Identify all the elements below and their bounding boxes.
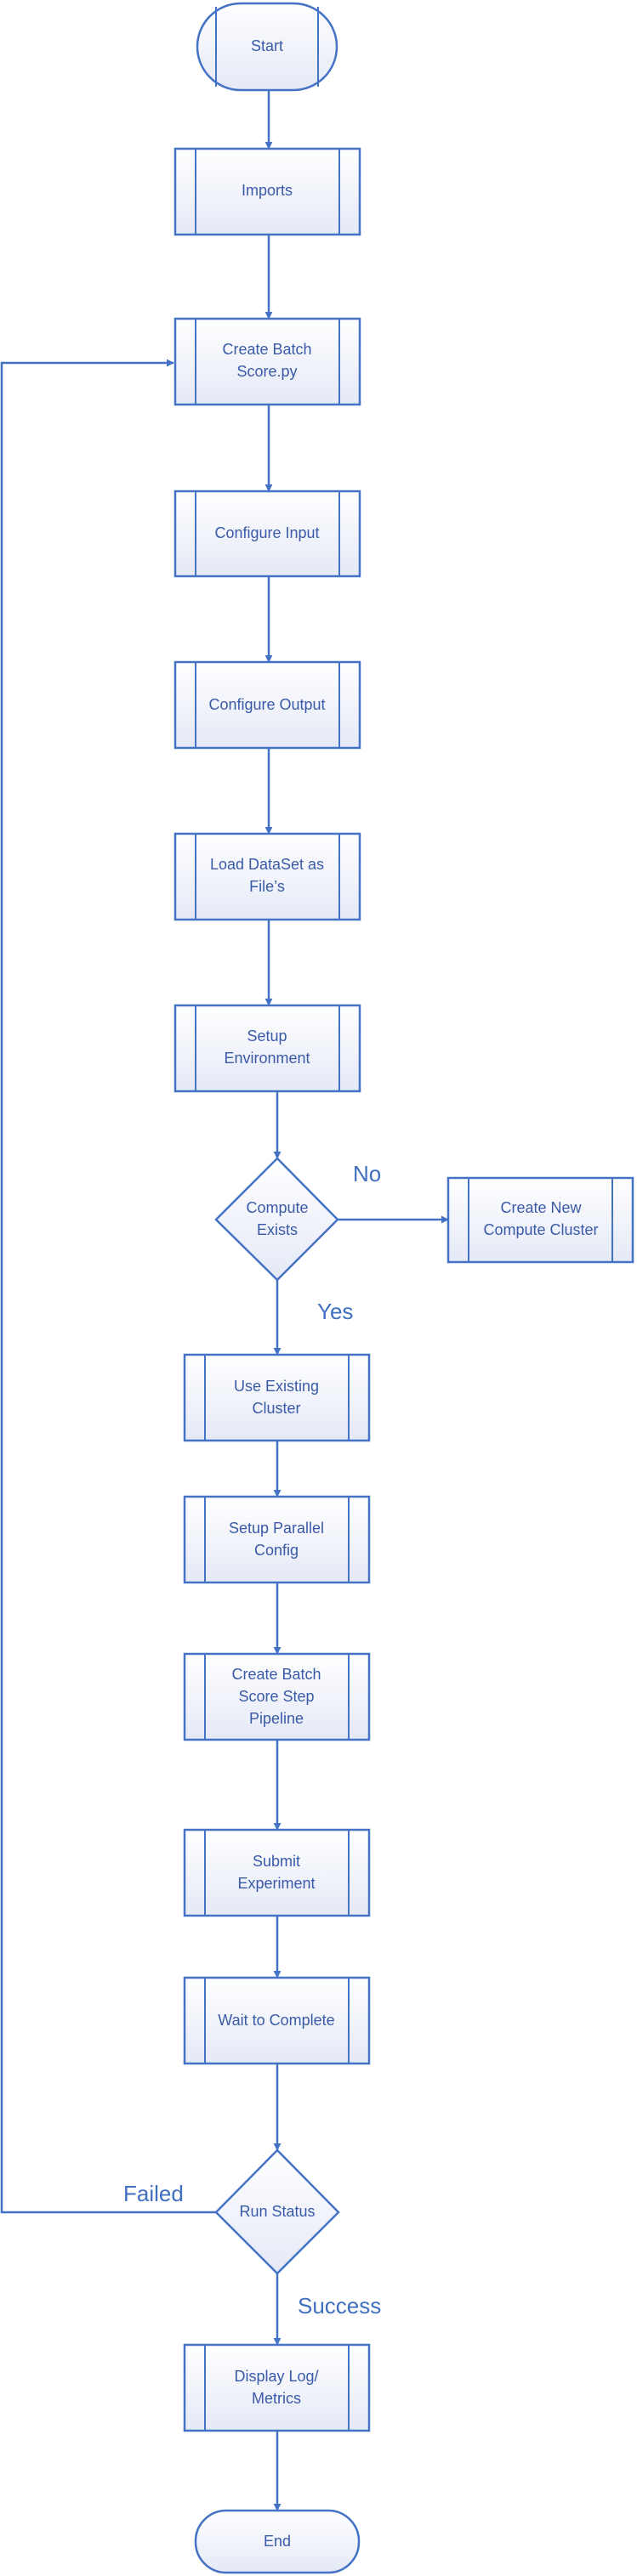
label-line: File’s [249, 878, 285, 895]
configure-output-label: Configure Output [208, 696, 325, 713]
label-line: Create Batch [222, 341, 311, 358]
label-line: Exists [257, 1221, 298, 1238]
edge-run-status-failed-loop [0, 359, 216, 2214]
label-line: Create Batch [231, 1666, 321, 1683]
process-load-dataset: Load DataSet as File’s [173, 832, 361, 921]
decision-run-status: Run Status [214, 2149, 340, 2275]
label-line: Imports [242, 182, 293, 199]
label-line: Score.py [236, 363, 297, 380]
label-line: Setup [247, 1028, 287, 1045]
imports-label: Imports [242, 182, 293, 199]
label-line: Experiment [237, 1875, 315, 1892]
process-display-log: Display Log/Metrics [183, 2343, 371, 2432]
label-line: Setup Parallel [229, 1520, 324, 1537]
label-line: Configure Output [208, 696, 325, 713]
end-label: End [264, 2533, 291, 2550]
label-line: Environment [224, 1050, 310, 1067]
label-line: Compute Cluster [483, 1221, 598, 1238]
label-line: Configure Input [214, 524, 319, 541]
load-dataset-label: Load DataSet as File’s [210, 856, 324, 895]
label-line: Metrics [252, 2390, 301, 2407]
process-wait-to-complete: Wait to Complete [183, 1976, 371, 2065]
wait-to-complete-label: Wait to Complete [218, 2012, 334, 2029]
label-line: End [264, 2533, 291, 2550]
end-terminal: End [194, 2509, 361, 2574]
label-line: Config [254, 1542, 299, 1559]
label-line: Submit [253, 1853, 300, 1870]
process-configure-output: Configure Output [173, 660, 361, 750]
edge-label-yes: Yes [317, 1299, 353, 1324]
label-line: Use Existing [234, 1378, 319, 1395]
label-line: Load DataSet as [210, 856, 324, 873]
label-line: Compute [246, 1199, 308, 1216]
edge-label-no: No [353, 1161, 381, 1186]
label-line: Score Step [238, 1688, 314, 1705]
label-line: Run Status [239, 2203, 315, 2220]
label-line: Pipeline [249, 1710, 304, 1727]
start-terminal: Start [196, 2, 338, 92]
label-line: Start [251, 37, 283, 54]
label-line: Cluster [252, 1400, 300, 1417]
run-status-label: Run Status [239, 2203, 315, 2220]
edge-label-failed: Failed [123, 2181, 184, 2206]
label-line: Create New [500, 1199, 582, 1216]
display-log-label: Display Log/Metrics [234, 2368, 318, 2407]
label-line: Display Log/ [234, 2368, 318, 2385]
process-imports: Imports [173, 147, 361, 236]
configure-input-label: Configure Input [214, 524, 319, 541]
process-configure-input: Configure Input [173, 490, 361, 578]
edge-label-success: Success [298, 2293, 381, 2318]
label-line: Wait to Complete [218, 2012, 334, 2029]
start-label: Start [251, 37, 283, 54]
